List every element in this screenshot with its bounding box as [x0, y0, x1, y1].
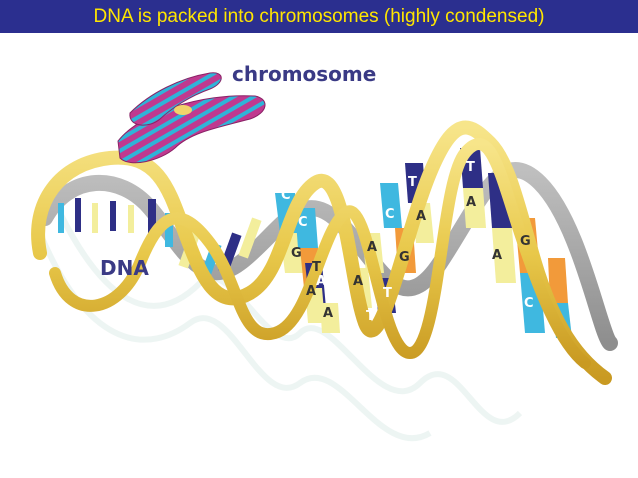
base-letter: C	[524, 296, 534, 311]
base-letters: C C G T A A A A T T A C G A T A T A G C	[281, 160, 534, 324]
base-letter: A	[306, 284, 316, 299]
dna-label: DNA	[100, 256, 149, 280]
title-bar: DNA is packed into chromosomes (highly c…	[0, 0, 638, 33]
base-letter: A	[323, 306, 333, 321]
chromosome-label: chromosome	[232, 62, 376, 86]
base-letter: T	[366, 309, 375, 324]
base-letter: C	[281, 188, 291, 203]
base-letter: A	[367, 240, 377, 255]
slide-title: DNA is packed into chromosomes (highly c…	[93, 5, 545, 27]
base-letter: T	[312, 260, 321, 275]
base-letter: A	[492, 248, 502, 263]
base-letter: A	[416, 209, 426, 224]
chromosome-illustration	[117, 72, 266, 164]
base-letter: C	[385, 207, 395, 222]
helix-front-ribbon	[31, 120, 612, 385]
helix-reflection	[37, 211, 523, 442]
dna-chromosome-diagram: C C G T A A A A T T A C G A T A T A G C …	[31, 62, 618, 442]
base-letter: T	[466, 160, 475, 175]
base-letter: T	[383, 286, 392, 301]
base-letter: G	[399, 250, 410, 265]
base-letter: G	[520, 234, 531, 249]
base-letter: A	[466, 195, 476, 210]
base-letter: C	[298, 215, 308, 230]
base-letter: A	[316, 274, 326, 289]
base-letter: A	[353, 274, 363, 289]
base-letter: G	[291, 246, 302, 261]
base-letter: T	[408, 175, 417, 190]
